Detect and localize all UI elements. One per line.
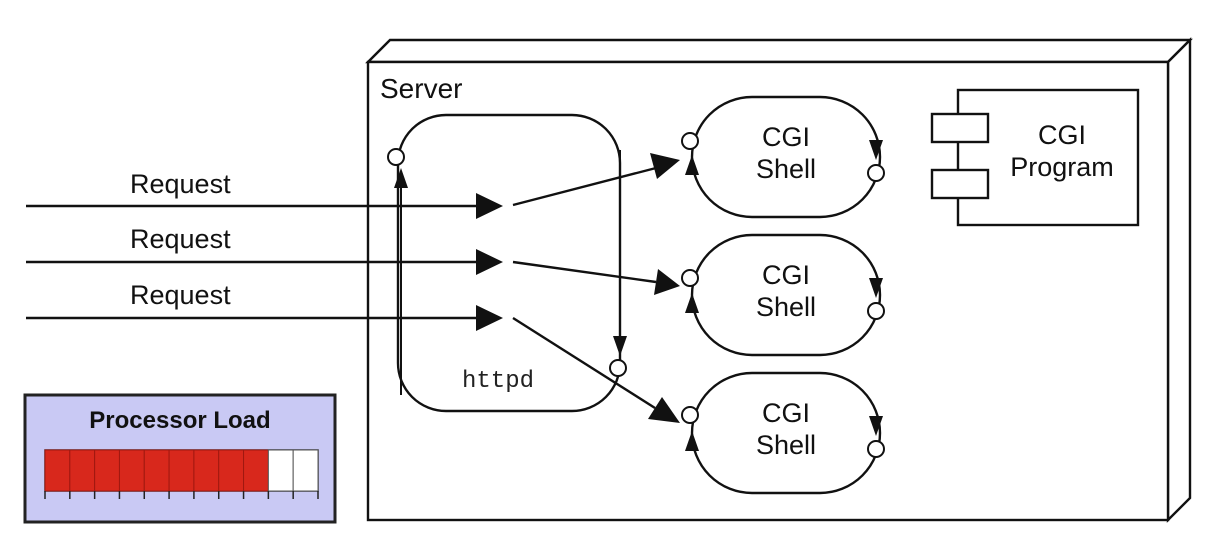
component-body [956, 88, 1140, 227]
cgi-shell-port-in [681, 132, 699, 150]
server-node [365, 37, 1193, 523]
httpd-port-top [387, 148, 405, 166]
request-1 [26, 193, 503, 219]
load-segment-filled [94, 449, 120, 492]
cgi-shell-2 [681, 233, 885, 357]
cgi-shell-label-line2: Shell [756, 430, 816, 460]
cgi-program-component [930, 88, 1140, 227]
load-segment-filled [193, 449, 220, 492]
load-segment-filled [218, 449, 245, 492]
load-segment-filled [243, 449, 269, 492]
request-label: Request [130, 224, 231, 254]
cgi-shell-arrowhead-up [685, 431, 699, 451]
cgi-shell-1 [681, 95, 885, 219]
dispatch-arrow-1 [512, 153, 680, 207]
component-tab-top [930, 112, 990, 144]
cgi-shell-arrowhead-up [685, 293, 699, 313]
request-2 [26, 249, 503, 275]
cgi-shell-label-line1: CGI [762, 260, 810, 290]
cgi-shell-port-in [681, 269, 699, 287]
processor-load-segments [44, 449, 319, 492]
cgi-shell-label-line2: Shell [756, 154, 816, 184]
load-segment-empty [267, 449, 294, 492]
component-tab-bottom [930, 168, 990, 200]
load-segment-filled [143, 449, 170, 492]
processor-load-ticks [44, 491, 319, 499]
cgi-shell-label-line1: CGI [762, 398, 810, 428]
processor-load-title: Processor Load [89, 407, 270, 434]
cgi-program-label-line2: Program [1010, 152, 1114, 182]
httpd-loop-arrowhead-up [394, 168, 408, 188]
load-segment-empty [292, 449, 319, 492]
cgi-shell-arrowhead-up [685, 155, 699, 175]
load-segment-filled [44, 449, 71, 492]
cgi-shell-port-out [867, 164, 885, 182]
cgi-program-label-line1: CGI [1038, 120, 1086, 150]
processor-load-panel: Processor Load [23, 393, 337, 524]
httpd-loop-arrowhead-down [613, 336, 627, 356]
cgi-shell-label-line1: CGI [762, 122, 810, 152]
cgi-shell-label-line2: Shell [756, 292, 816, 322]
load-segment-filled [168, 449, 195, 492]
cgi-shell-arrowhead-down [869, 278, 883, 298]
cgi-shell-arrowhead-down [869, 416, 883, 436]
server-label: Server [380, 73, 462, 104]
request-label: Request [130, 169, 231, 199]
request-label: Request [130, 280, 231, 310]
httpd-port-bottom [609, 359, 627, 377]
cgi-shell-3 [681, 371, 885, 495]
dispatch-arrow-2 [512, 260, 680, 295]
request-arrowhead [476, 305, 503, 331]
dispatch-arrow-3 [512, 316, 680, 423]
load-segment-filled [118, 449, 145, 492]
cgi-shell-arrowhead-down [869, 140, 883, 160]
httpd-label: httpd [462, 368, 534, 395]
request-3 [26, 305, 503, 331]
load-segment-filled [69, 449, 96, 492]
request-arrowhead [476, 193, 503, 219]
request-arrowhead [476, 249, 503, 275]
cgi-shell-port-out [867, 440, 885, 458]
cgi-shell-port-in [681, 406, 699, 424]
cgi-shell-port-out [867, 302, 885, 320]
